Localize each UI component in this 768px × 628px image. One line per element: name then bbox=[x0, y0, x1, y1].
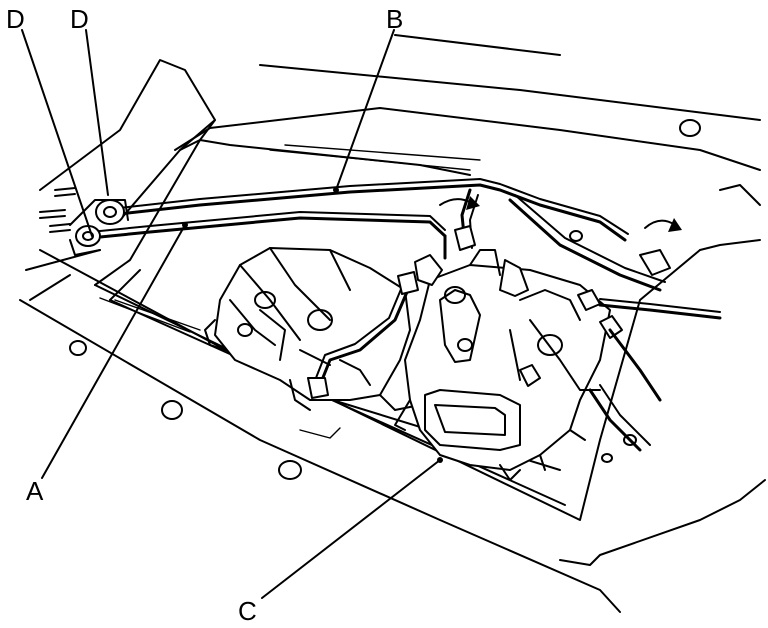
leader-line-a bbox=[41, 224, 186, 479]
cable-b bbox=[108, 178, 722, 452]
callout-label-c: C bbox=[238, 596, 257, 626]
engine-component bbox=[204, 247, 421, 411]
callout-label-a: A bbox=[26, 476, 44, 506]
leader-line-d2 bbox=[85, 29, 109, 196]
callout-label-d2: D bbox=[70, 4, 89, 34]
leader-line-b bbox=[335, 29, 395, 191]
leader-line-c bbox=[261, 459, 441, 599]
callout-label-d1: D bbox=[6, 4, 25, 34]
leader-lines bbox=[21, 29, 443, 599]
clamp-d bbox=[39, 187, 129, 256]
floor-panel bbox=[19, 34, 766, 613]
cable-a bbox=[88, 211, 447, 399]
leader-line-d1 bbox=[21, 29, 93, 237]
shifter-bracket-c bbox=[394, 249, 623, 481]
callout-label-b: B bbox=[386, 4, 403, 34]
